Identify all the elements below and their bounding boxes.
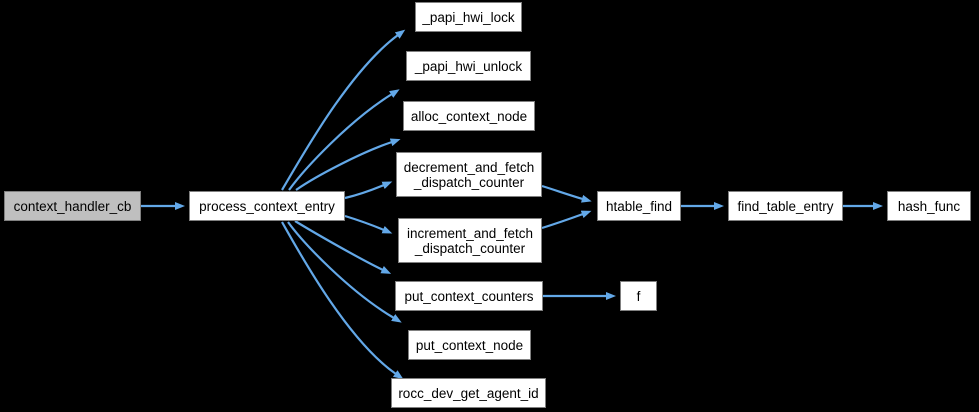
graph-node-label: alloc_context_node <box>410 108 528 124</box>
graph-edge-process_context_entry-to-decrement_and_fetch_dispatch_counter <box>344 181 393 200</box>
graph-node-label: put_context_node <box>415 337 524 353</box>
graph-node-label: f <box>636 288 641 304</box>
graph-node-label: hash_func <box>897 198 961 214</box>
graph-edge-process_context_entry-to-increment_and_fetch_dispatch_counter <box>344 214 393 234</box>
graph-node-rocc_dev_get_agent_id[interactable]: rocc_dev_get_agent_id <box>391 378 546 408</box>
graph-edge-process_context_entry-to-put_context_node <box>287 221 402 323</box>
graph-node-htable_find[interactable]: htable_find <box>597 191 681 221</box>
graph-node-decrement_and_fetch_dispatch_counter[interactable]: decrement_and_fetch _dispatch_counter <box>396 152 542 197</box>
graph-edge-process_context_entry-to-_papi_hwi_lock <box>281 29 406 191</box>
graph-edge-process_context_entry-to-rocc_dev_get_agent_id <box>281 221 404 380</box>
graph-node-_papi_hwi_unlock[interactable]: _papi_hwi_unlock <box>406 51 531 81</box>
graph-node-f[interactable]: f <box>620 281 657 311</box>
graph-node-label: htable_find <box>605 198 673 214</box>
graph-node-context_handler_cb[interactable]: context_handler_cb <box>4 191 141 221</box>
graph-node-label: _papi_hwi_lock <box>422 9 515 25</box>
graph-edge-increment_and_fetch_dispatch_counter-to-htable_find <box>541 210 592 230</box>
graph-node-alloc_context_node[interactable]: alloc_context_node <box>403 101 535 131</box>
graph-edge-process_context_entry-to-alloc_context_node <box>295 138 401 191</box>
graph-node-hash_func[interactable]: hash_func <box>887 191 971 221</box>
graph-node-put_context_node[interactable]: put_context_node <box>408 330 531 360</box>
graph-node-label: put_context_counters <box>404 288 534 304</box>
graph-node-process_context_entry[interactable]: process_context_entry <box>189 191 345 221</box>
graph-node-find_table_entry[interactable]: find_table_entry <box>728 191 843 221</box>
graph-node-label: rocc_dev_get_agent_id <box>398 385 539 401</box>
graph-edge-process_context_entry-to-put_context_counters <box>294 220 392 274</box>
graph-node-label: context_handler_cb <box>13 198 132 214</box>
graph-node-_papi_hwi_lock[interactable]: _papi_hwi_lock <box>415 2 522 32</box>
graph-node-label: _papi_hwi_unlock <box>414 58 523 74</box>
graph-edge-decrement_and_fetch_dispatch_counter-to-htable_find <box>541 184 592 203</box>
graph-node-label: find_table_entry <box>737 198 834 214</box>
graph-node-increment_and_fetch_dispatch_counter[interactable]: increment_and_fetch _dispatch_counter <box>398 218 542 263</box>
graph-edge-process_context_entry-to-_papi_hwi_unlock <box>288 89 400 191</box>
graph-node-put_context_counters[interactable]: put_context_counters <box>395 281 543 311</box>
graph-node-label: increment_and_fetch _dispatch_counter <box>406 225 534 256</box>
graph-node-label: decrement_and_fetch _dispatch_counter <box>403 159 535 190</box>
graph-node-label: process_context_entry <box>199 198 335 214</box>
